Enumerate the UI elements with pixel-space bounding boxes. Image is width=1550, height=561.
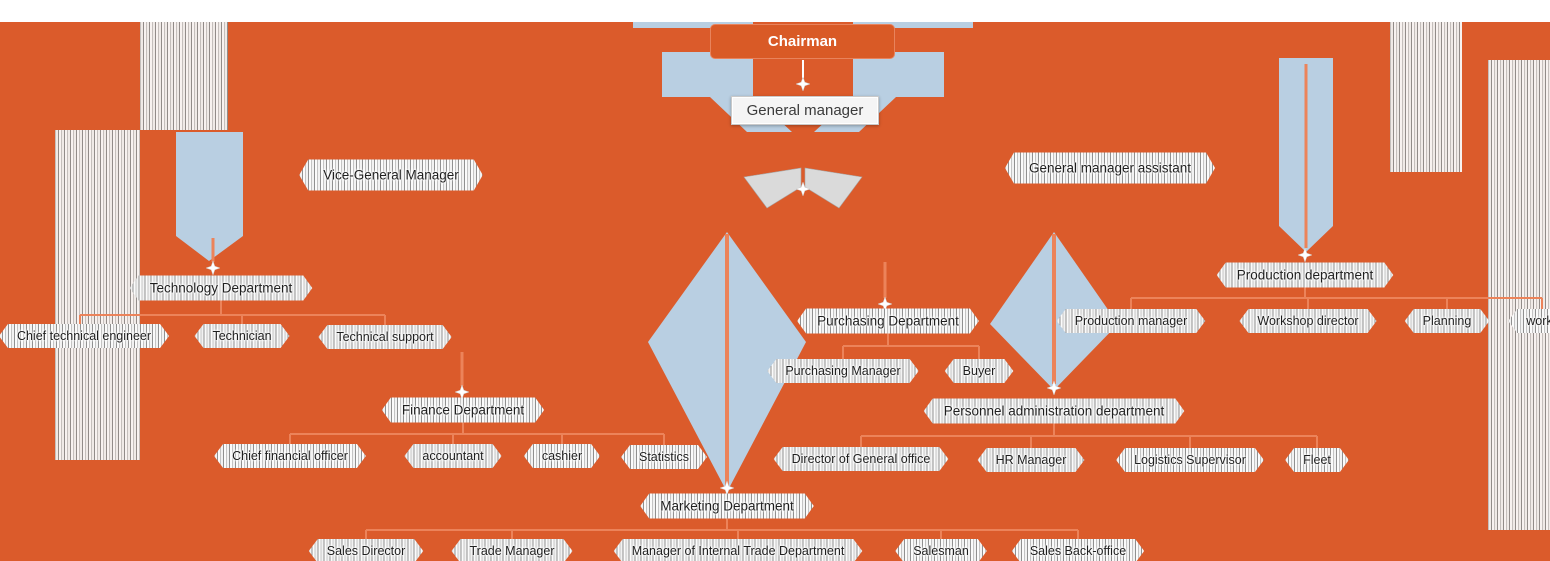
node-chief-financial-officer: Chief financial officer [214, 444, 366, 468]
node-buyer: Buyer [945, 359, 1014, 383]
node-logistics-supervisor: Logistics Supervisor [1116, 448, 1264, 472]
node-purchasing-manager: Purchasing Manager [767, 359, 918, 383]
node-finance-department: Finance Department [382, 398, 544, 423]
node-chairman: Chairman [710, 24, 895, 59]
node-production-department: Production department [1217, 263, 1394, 288]
node-director-of-general-office: Director of General office [774, 447, 949, 471]
node-purchasing-department: Purchasing Department [797, 309, 979, 334]
node-cashier: cashier [524, 444, 600, 468]
node-general-manager-assistant: General manager assistant [1005, 153, 1215, 184]
node-technician: Technician [194, 324, 289, 348]
node-workshop-director: Workshop director [1239, 309, 1376, 333]
node-planning: Planning [1405, 309, 1490, 333]
node-marketing-department: Marketing Department [640, 494, 814, 519]
node-production-manager: Production manager [1057, 309, 1206, 333]
node-worker: worker [1508, 309, 1550, 333]
node-statistics: Statistics [621, 445, 707, 469]
node-general-manager: General manager [731, 96, 879, 125]
top-margin [0, 0, 1550, 22]
node-vice-general-manager: Vice-General Manager [299, 160, 483, 191]
general-manager-label: General manager [746, 102, 864, 119]
stripe-band [55, 130, 140, 460]
node-accountant: accountant [404, 444, 501, 468]
node-hr-manager: HR Manager [978, 448, 1085, 472]
node-sales-director: Sales Director [309, 539, 424, 561]
stripe-band [1390, 22, 1462, 172]
node-salesman: Salesman [895, 539, 987, 561]
node-chief-technical-engineer: Chief technical engineer [0, 324, 169, 348]
stripe-band [140, 22, 228, 130]
chairman-label: Chairman [767, 33, 838, 50]
node-technology-department: Technology Department [130, 276, 313, 301]
node-personnel-administration-department: Personnel administration department [924, 399, 1185, 424]
node-technical-support: Technical support [318, 325, 451, 349]
node-trade-manager: Trade Manager [452, 539, 573, 561]
node-manager-of-internal-trade-department: Manager of Internal Trade Department [614, 539, 863, 561]
node-fleet: Fleet [1285, 448, 1349, 472]
node-sales-back-office: Sales Back-office [1012, 539, 1144, 561]
stripe-band [1488, 60, 1550, 530]
